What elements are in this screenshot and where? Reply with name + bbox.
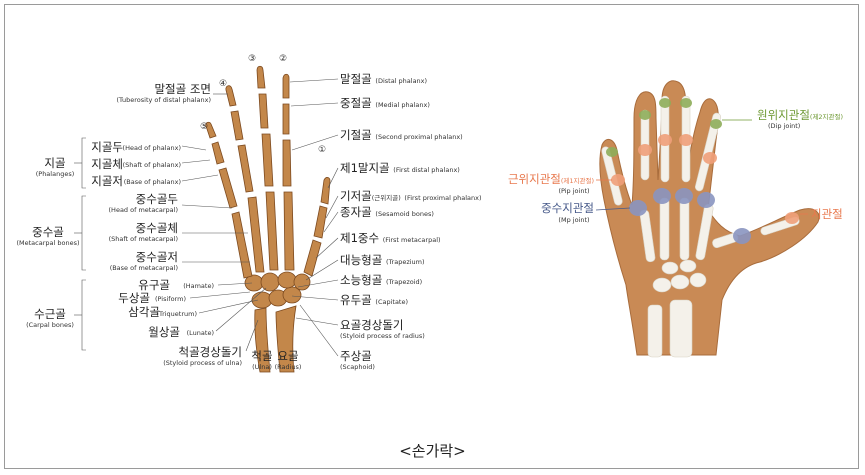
label-second-proximal: 기절골 (Second proximal phalanx) (340, 128, 463, 142)
finger-number-2: ② (279, 54, 287, 64)
group-labels: 지골 (Phalanges) 중수골 (Metacarpal bones) 수근… (16, 156, 79, 329)
label-styloid-ulna: 척골경상돌기 (179, 345, 242, 359)
label-lunate-en: (Lunate) (187, 329, 214, 337)
label-shaft-metacarpal: 중수골체 (136, 221, 178, 235)
finger-number-3: ③ (248, 54, 256, 64)
index-proximal-phalanx (283, 140, 291, 186)
label-head-phalanx-en: (Head of phalanx) (123, 144, 181, 152)
label-shaft-phalanx-en: (Shaft of phalanx) (123, 161, 181, 169)
label-sesamoid: 종자골 (Sesamoid bones) (340, 205, 434, 219)
group-metacarpal: 중수골 (32, 225, 64, 239)
index-middle-phalanx (283, 104, 289, 134)
label-tuberosity-en: (Tuberosity of distal phalanx) (117, 96, 212, 104)
label-trapezoid: 소능형골 (Trapezoid) (340, 273, 422, 287)
ring-proximal-phalanx (238, 145, 253, 192)
index-metacarpal (284, 192, 294, 270)
group-metacarpal-en: (Metacarpal bones) (16, 239, 79, 247)
label-head-metacarpal-en: (Head of metacarpal) (109, 206, 178, 214)
finger-number-4: ④ (219, 79, 227, 89)
leader-lines (74, 79, 338, 356)
left-labels: 말절골 조면 (Tuberosity of distal phalanx) 지골… (91, 82, 242, 367)
finger-number-1: ① (318, 145, 326, 155)
bones-drawing (206, 66, 330, 372)
middle-distal-phalanx (257, 66, 265, 88)
label-base-phalanx-en: (Base of phalanx) (124, 178, 181, 186)
label-head-metacarpal: 중수골두 (136, 192, 178, 206)
label-base-metacarpal: 중수골저 (136, 250, 178, 264)
label-styloid-radius-en: (Styloid process of radius) (340, 332, 425, 340)
label-styloid-radius: 요골경상돌기 (340, 318, 403, 332)
label-head-phalanx: 지골두 (91, 140, 123, 154)
label-hamate-en: (Hamate) (183, 282, 214, 290)
group-carpal-en: (Carpal bones) (26, 321, 74, 329)
label-radius: 요골 (277, 349, 298, 363)
label-base-metacarpal-en: (Base of metacarpal) (110, 264, 178, 272)
thumb-distal-phalanx (321, 177, 330, 204)
label-radius-en: (Radius) (275, 363, 302, 371)
finger-number-5: ⑤ (200, 122, 208, 132)
ring-middle-phalanx (231, 111, 243, 140)
carpal-bone (278, 272, 296, 288)
carpal-bone (294, 274, 310, 290)
label-first-distal: 제1말지골 (First distal phalanx) (340, 161, 460, 175)
label-triquetrum-en: (Triquetrum) (157, 310, 197, 318)
label-base-phalanx: 지골저 (91, 174, 123, 188)
little-middle-phalanx (212, 142, 224, 164)
label-pisiform: 두상골 (118, 291, 150, 305)
label-lunate: 월상골 (148, 325, 180, 339)
group-carpal: 수근골 (34, 307, 66, 321)
label-scaphoid: 주상골 (340, 349, 372, 363)
label-distal-phalanx: 말절골 (Distal phalanx) (340, 72, 427, 86)
middle-metacarpal (266, 192, 278, 270)
label-ulna: 척골 (251, 349, 272, 363)
group-phalanges-en: (Phalanges) (36, 170, 75, 178)
label-hamate: 유구골 (138, 278, 170, 292)
middle-proximal-phalanx (262, 134, 273, 186)
right-labels: 말절골 (Distal phalanx) 중절골 (Medial phalanx… (340, 72, 481, 371)
ring-metacarpal (248, 197, 264, 272)
label-first-metacarpal: 제1중수 (First metacarpal) (340, 231, 441, 245)
label-styloid-ulna-en: (Styloid process of ulna) (163, 359, 242, 367)
label-shaft-phalanx: 지골체 (91, 157, 123, 171)
ring-distal-phalanx (226, 86, 236, 106)
group-phalanges: 지골 (44, 156, 65, 170)
label-medial-phalanx: 중절골 (Medial phalanx) (340, 96, 430, 110)
label-ulna-en: (Ulna) (252, 363, 272, 371)
label-first-proximal: 기저골(근위지골) (First proximal phalanx) (340, 189, 481, 203)
middle-middle-phalanx (259, 94, 268, 128)
label-shaft-metacarpal-en: (Shaft of metacarpal) (109, 235, 178, 243)
index-distal-phalanx (283, 74, 289, 98)
label-triquetrum: 삼각골 (128, 305, 160, 319)
label-capitate: 유두골 (Capitate) (340, 293, 408, 307)
carpal-bone (261, 273, 279, 291)
thumb-proximal-phalanx (314, 206, 327, 238)
label-pisiform-en: (Pisiform) (155, 295, 186, 303)
label-trapezium: 대능형골 (Trapezium) (340, 253, 425, 267)
figure-caption: <손가락> (0, 440, 865, 461)
little-metacarpal (232, 212, 252, 278)
thumb-metacarpal (304, 240, 321, 276)
label-scaphoid-en: (Scaphoid) (340, 363, 375, 371)
label-tuberosity: 말절골 조면 (154, 82, 211, 96)
little-proximal-phalanx (219, 168, 237, 208)
bottom-labels: 척골 (Ulna) 요골 (Radius) (251, 349, 301, 371)
